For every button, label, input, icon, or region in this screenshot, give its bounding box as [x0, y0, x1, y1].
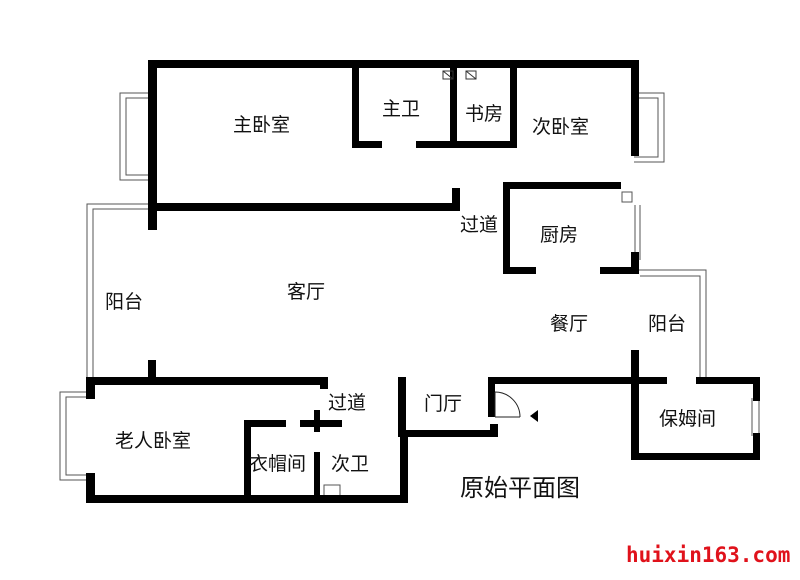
- thin-outlines: [59, 92, 760, 497]
- room-label-corridor-bottom: 过道: [328, 392, 366, 414]
- room-label-living-room: 客厅: [287, 281, 325, 303]
- room-label-balcony-right: 阳台: [648, 313, 686, 335]
- door-symbols: [442, 70, 538, 422]
- room-label-nanny-room: 保姆间: [659, 408, 716, 430]
- room-label-cloakroom: 衣帽间: [249, 453, 306, 475]
- room-label-master-bedroom: 主卧室: [233, 114, 290, 136]
- room-label-kitchen: 厨房: [540, 224, 578, 246]
- room-label-second-bedroom: 次卧室: [532, 116, 589, 138]
- room-label-study: 书房: [465, 103, 503, 125]
- room-label-entrance-hall: 门厅: [424, 393, 462, 415]
- walls: [86, 60, 760, 503]
- room-label-corridor-top: 过道: [460, 214, 498, 236]
- room-label-elder-bedroom: 老人卧室: [115, 430, 191, 452]
- site-watermark: huixin163.com: [626, 543, 790, 567]
- room-labels: 主卧室 主卫 书房 次卧室 过道 厨房 阳台 客厅 餐厅 阳台 过道 门厅 保姆…: [105, 98, 716, 475]
- room-label-master-bath: 主卫: [382, 98, 420, 120]
- room-label-second-bath: 次卫: [331, 453, 369, 475]
- room-label-balcony-left: 阳台: [105, 291, 143, 313]
- room-label-dining-room: 餐厅: [550, 313, 588, 335]
- plan-title: 原始平面图: [460, 474, 580, 502]
